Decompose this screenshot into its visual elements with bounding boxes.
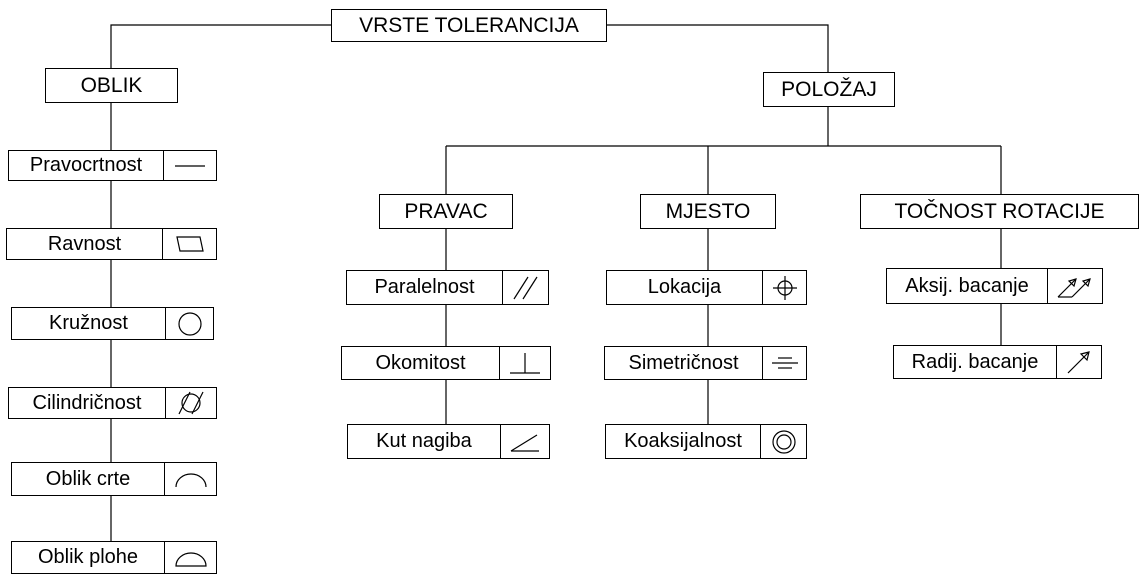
cylindricity-icon <box>166 388 216 418</box>
group-polozaj: POLOŽAJ <box>763 72 895 107</box>
item-ravnost: Ravnost <box>6 228 217 260</box>
parallelism-icon <box>503 271 548 304</box>
item-label: Kružnost <box>12 308 166 339</box>
total-runout-icon <box>1048 269 1102 303</box>
item-pravocrtnost: Pravocrtnost <box>8 150 217 181</box>
group-tocnost-rotacije: TOČNOST ROTACIJE <box>860 194 1139 229</box>
item-koaksijalnost: Koaksijalnost <box>605 424 807 459</box>
item-cilindricnost: Cilindričnost <box>8 387 217 419</box>
item-kruznost: Kružnost <box>11 307 214 340</box>
item-oblik-plohe: Oblik plohe <box>11 541 217 574</box>
straightness-icon <box>164 151 216 180</box>
item-label: Oblik crte <box>12 463 165 495</box>
item-paralelnost: Paralelnost <box>346 270 549 305</box>
circularity-icon <box>166 308 213 339</box>
item-label: Oblik plohe <box>12 542 165 573</box>
item-radij-bacanje: Radij. bacanje <box>893 345 1102 379</box>
item-simetricnost: Simetričnost <box>604 346 807 380</box>
item-label: Cilindričnost <box>9 388 166 418</box>
angularity-icon <box>501 425 549 458</box>
item-aksij-bacanje: Aksij. bacanje <box>886 268 1103 304</box>
item-label: Ravnost <box>7 229 163 259</box>
group-pravac: PRAVAC <box>379 194 513 229</box>
surface-profile-icon <box>165 542 216 573</box>
root-node: VRSTE TOLERANCIJA <box>331 9 607 42</box>
item-lokacija: Lokacija <box>606 270 807 305</box>
item-label: Kut nagiba <box>348 425 501 458</box>
item-okomitost: Okomitost <box>341 346 551 380</box>
concentricity-icon <box>761 425 806 458</box>
item-label: Koaksijalnost <box>606 425 761 458</box>
symmetry-icon <box>763 347 806 379</box>
item-label: Pravocrtnost <box>9 151 164 180</box>
flatness-icon <box>163 229 216 259</box>
group-oblik: OBLIK <box>45 68 178 103</box>
item-label: Aksij. bacanje <box>887 269 1048 303</box>
perpendicularity-icon <box>500 347 550 379</box>
item-kut-nagiba: Kut nagiba <box>347 424 550 459</box>
item-label: Lokacija <box>607 271 763 304</box>
group-mjesto: MJESTO <box>640 194 776 229</box>
circular-runout-icon <box>1057 346 1101 378</box>
position-icon <box>763 271 806 304</box>
item-label: Simetričnost <box>605 347 763 379</box>
item-label: Radij. bacanje <box>894 346 1057 378</box>
line-profile-icon <box>165 463 216 495</box>
item-label: Okomitost <box>342 347 500 379</box>
item-label: Paralelnost <box>347 271 503 304</box>
item-oblik-crte: Oblik crte <box>11 462 217 496</box>
